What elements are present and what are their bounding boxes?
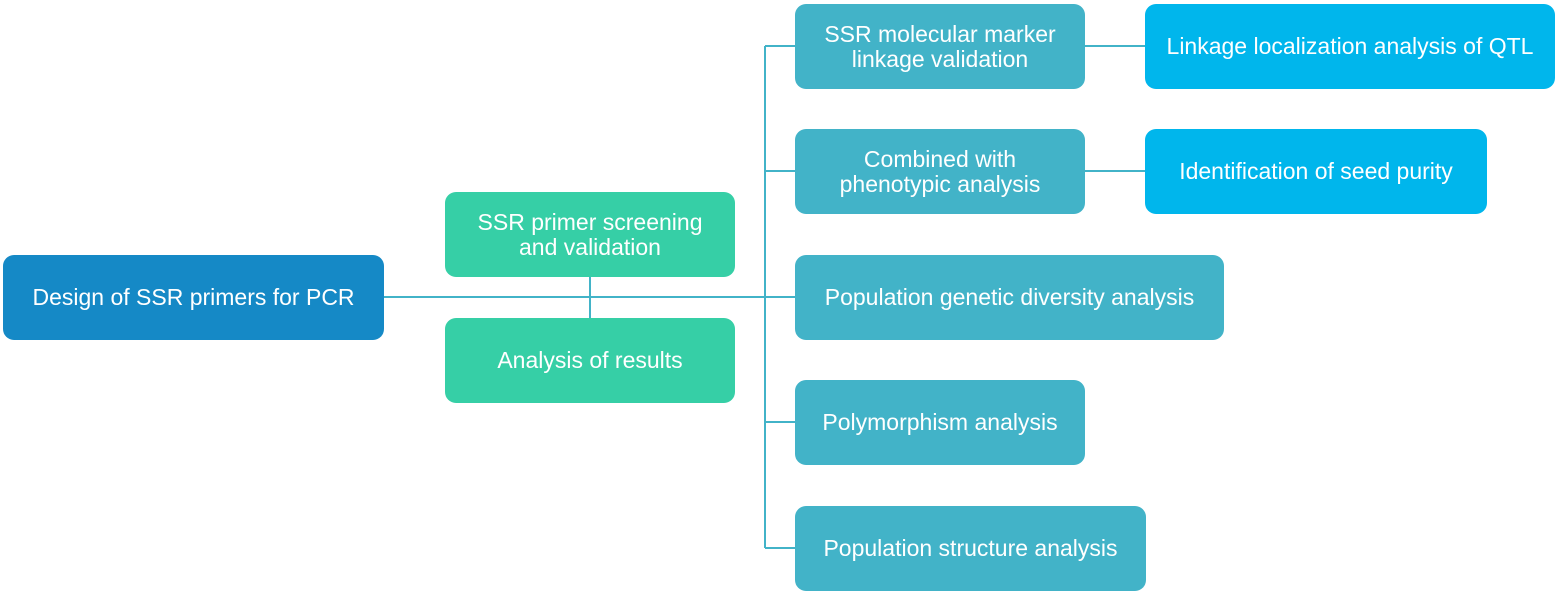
node-phenotypic-analysis: Combined with phenotypic analysis	[795, 129, 1085, 214]
node-analysis-of-results: Analysis of results	[445, 318, 735, 403]
node-qtl-localization: Linkage localization analysis of QTL	[1145, 4, 1555, 89]
node-ssr-primer-screening: SSR primer screening and validation	[445, 192, 735, 277]
node-design-ssr-primers: Design of SSR primers for PCR	[3, 255, 384, 340]
node-polymorphism-analysis: Polymorphism analysis	[795, 380, 1085, 465]
node-genetic-diversity: Population genetic diversity analysis	[795, 255, 1224, 340]
node-linkage-validation: SSR molecular marker linkage validation	[795, 4, 1085, 89]
node-seed-purity: Identification of seed purity	[1145, 129, 1487, 214]
node-population-structure: Population structure analysis	[795, 506, 1146, 591]
